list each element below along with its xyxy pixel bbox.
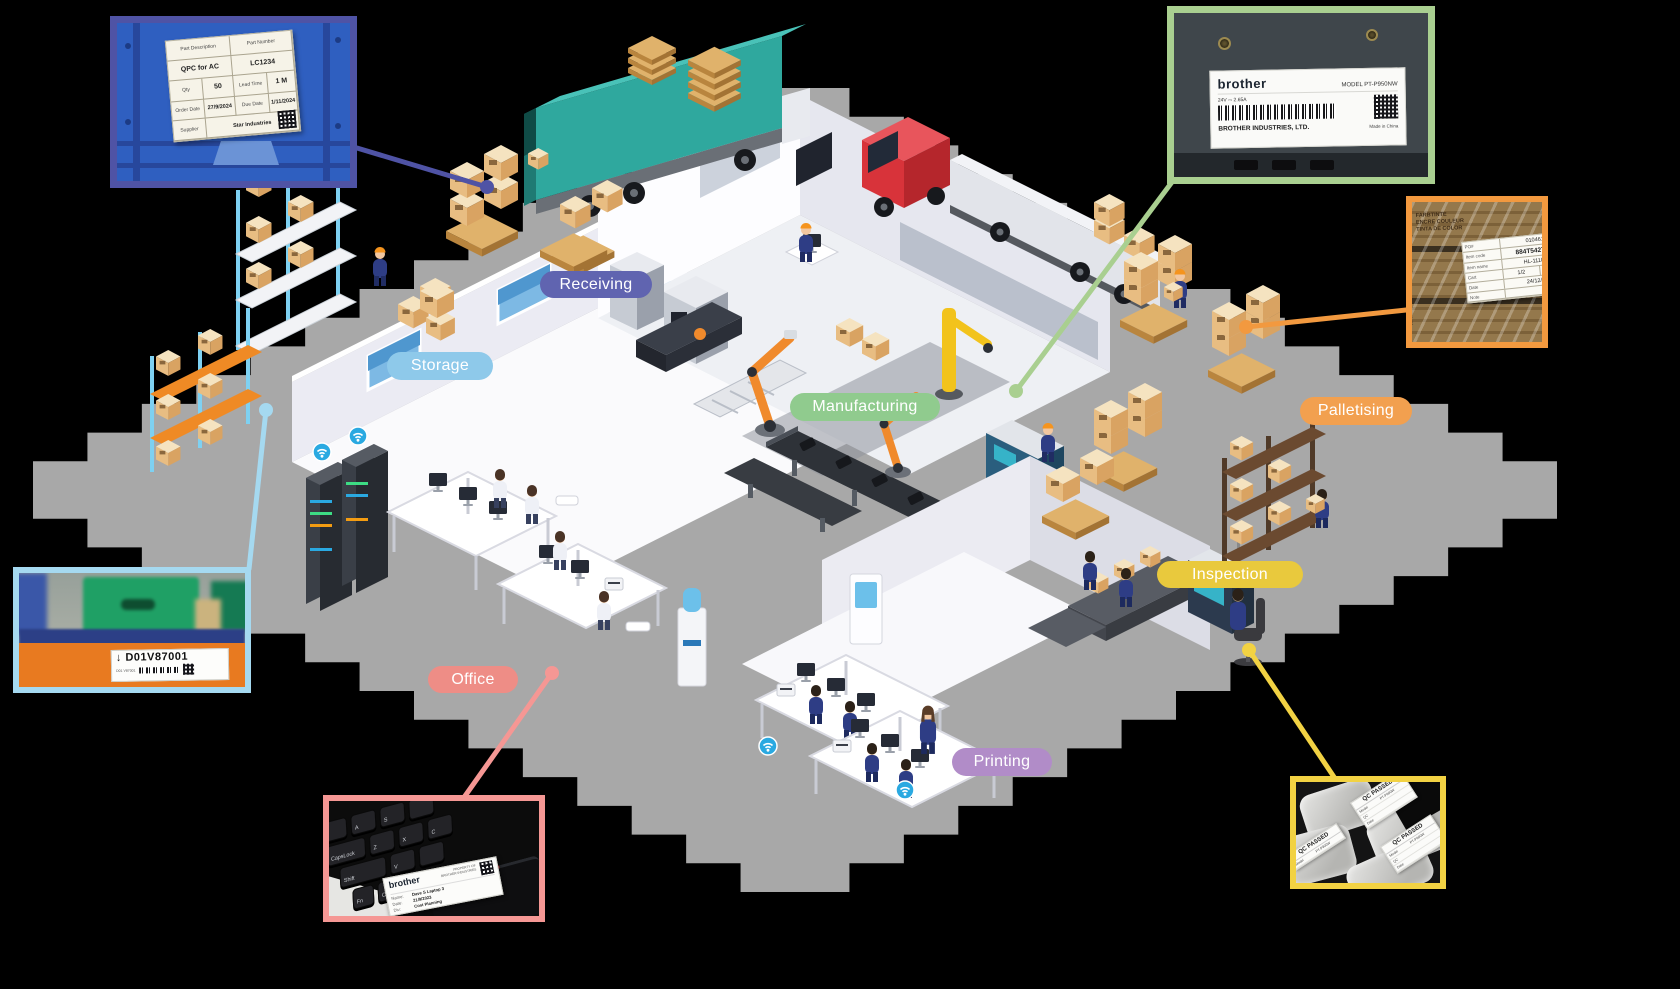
printer-rating-label: brother MODEL PT-P950NW 24V ⎓ 2.65A BROT…	[1209, 67, 1407, 149]
keyboard-key	[408, 801, 435, 821]
area-label-printing: Printing	[952, 748, 1052, 776]
connector-inspection	[1246, 647, 1337, 780]
robot-arm-yellow	[935, 308, 993, 400]
box-print-text: FARBTINTE ENCRE COULEUR TINTA DE COLOR	[1415, 211, 1465, 233]
kiosk	[849, 573, 883, 645]
connector-palletising	[1243, 307, 1409, 330]
label-field-value: 1 M	[267, 70, 297, 94]
label-field-value: 50	[202, 76, 236, 100]
water-cooler	[677, 588, 707, 687]
server-rack	[306, 444, 388, 611]
connector-storage	[246, 407, 269, 572]
storage-racks	[234, 140, 455, 355]
keyboard-key: S	[379, 801, 406, 829]
label-field-header: Qty	[169, 78, 204, 103]
connector-dot	[545, 666, 559, 680]
printer-ports	[1174, 153, 1428, 177]
truck-cab	[862, 117, 950, 217]
chair	[625, 621, 651, 632]
rack-location-label: ↓ D01V87001 D01 V87001	[110, 647, 230, 683]
printing-person-standing	[919, 705, 937, 754]
company-name: BROTHER INDUSTRIES, LTD.	[1218, 123, 1310, 133]
screw	[1218, 37, 1231, 50]
crate-ridge	[323, 23, 330, 181]
connector-dot	[259, 403, 273, 417]
connector-dot	[1239, 320, 1253, 334]
inspection-shelf	[1222, 414, 1326, 572]
area-label-manufacturing: Manufacturing	[790, 393, 940, 421]
area-label-receiving: Receiving	[540, 271, 652, 298]
wifi-icon	[758, 736, 778, 756]
qr-code-icon	[1373, 94, 1399, 119]
label-clip	[213, 141, 279, 165]
mini-pallet-rack	[150, 308, 262, 472]
connector-office	[462, 670, 555, 799]
callout-photo-printer-label: brother MODEL PT-P950NW 24V ⎓ 2.65A BROT…	[1167, 6, 1435, 184]
callout-connectors	[246, 145, 1409, 799]
keyboard-key: A	[350, 808, 377, 836]
location-sub-text: D01 V87001	[116, 668, 136, 673]
keyboard-key: Fn	[352, 883, 375, 910]
model-number: MODEL PT-P950NW	[1341, 81, 1398, 89]
office-desk	[495, 542, 669, 630]
belt-conveyor	[724, 458, 862, 532]
storage-worker	[373, 247, 387, 286]
qr-code-icon	[479, 860, 495, 876]
barcode-icon	[139, 666, 180, 674]
connector-receiving	[354, 145, 490, 190]
green-tote-box	[83, 577, 199, 635]
box-print-text: COLOR INK FARBTINTE	[1406, 313, 1414, 328]
robot-arm	[747, 330, 797, 437]
background-box	[195, 599, 221, 633]
connector-manufacturing	[1013, 179, 1175, 394]
brother-logo: brother	[1217, 75, 1267, 92]
callout-photo-bin-label: Part Description Part Number QPC for AC …	[110, 16, 357, 188]
power-rating: 24V ⎓ 2.65A	[1217, 97, 1247, 104]
barcode-icon	[1217, 103, 1337, 121]
callout-photo-pallet-label: FARBTINTE ENCRE COULEUR TINTA DE COLOR C…	[1406, 196, 1548, 348]
crate-ridge	[117, 163, 350, 168]
rivet	[125, 119, 131, 125]
wifi-icon	[895, 780, 915, 800]
area-label-inspection: Inspection	[1157, 561, 1303, 588]
crate-ridge	[133, 23, 140, 181]
rivet	[335, 123, 341, 129]
location-id: ↓ D01V87001	[115, 650, 189, 664]
keyboard-key: X	[397, 820, 425, 848]
bin-label: Part Description Part Number QPC for AC …	[164, 29, 302, 143]
keyboard-key: Z	[368, 828, 396, 856]
rivet	[125, 43, 131, 49]
label-field-header: Supplier	[172, 118, 208, 142]
connector-dot	[1009, 384, 1023, 398]
area-label-palletising: Palletising	[1300, 397, 1412, 425]
shelf-post	[19, 573, 47, 635]
qr-code-icon	[277, 109, 297, 130]
office-window	[496, 261, 552, 327]
connector-dot	[480, 180, 494, 194]
shelf-bar	[19, 629, 245, 645]
keyboard-key: V	[389, 847, 416, 876]
rivet	[335, 37, 341, 43]
wall-screen	[796, 132, 832, 186]
screw	[1366, 29, 1378, 41]
area-label-storage: Storage	[387, 352, 493, 380]
connector-dot	[1242, 643, 1256, 657]
qr-code-icon	[183, 663, 195, 675]
wifi-icon	[312, 442, 332, 462]
brother-logo: brother	[387, 874, 421, 891]
lathe-machine	[636, 302, 742, 372]
wifi-icon	[348, 426, 368, 446]
callout-photo-laptop-label: Tab A S CapsLock Z X C Shift V Fn Ctrl A…	[323, 795, 545, 922]
keyboard-key: C	[426, 813, 454, 841]
keyboard-key	[418, 840, 445, 868]
origin-text: Made in China	[1369, 123, 1399, 129]
callout-photo-rack-label: ↓ D01V87001 D01 V87001	[13, 567, 251, 693]
chair	[555, 495, 579, 506]
area-label-office: Office	[428, 666, 518, 693]
